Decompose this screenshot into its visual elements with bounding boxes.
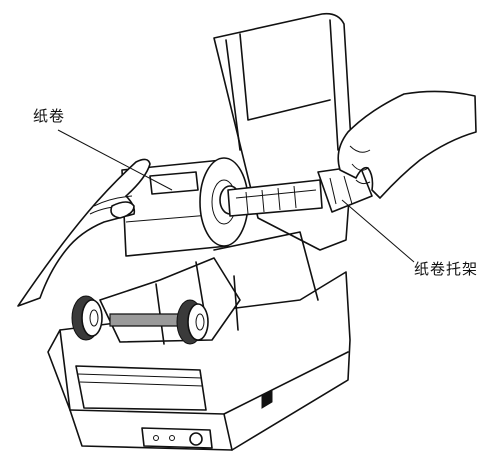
leader-line-roll-holder xyxy=(341,199,415,263)
right-hand xyxy=(337,90,477,199)
printer-base xyxy=(47,231,351,451)
ribbon-spindle-right xyxy=(176,299,209,345)
left-hand xyxy=(17,158,151,307)
label-roll-holder: 纸卷托架 xyxy=(414,260,479,278)
printer-interior xyxy=(99,257,241,345)
label-paper-roll: 纸卷 xyxy=(33,107,66,125)
roll-holder xyxy=(227,165,373,217)
paper-roll xyxy=(121,157,249,257)
leader-line-paper-roll xyxy=(57,129,173,191)
ribbon-spindle-left xyxy=(71,295,103,341)
